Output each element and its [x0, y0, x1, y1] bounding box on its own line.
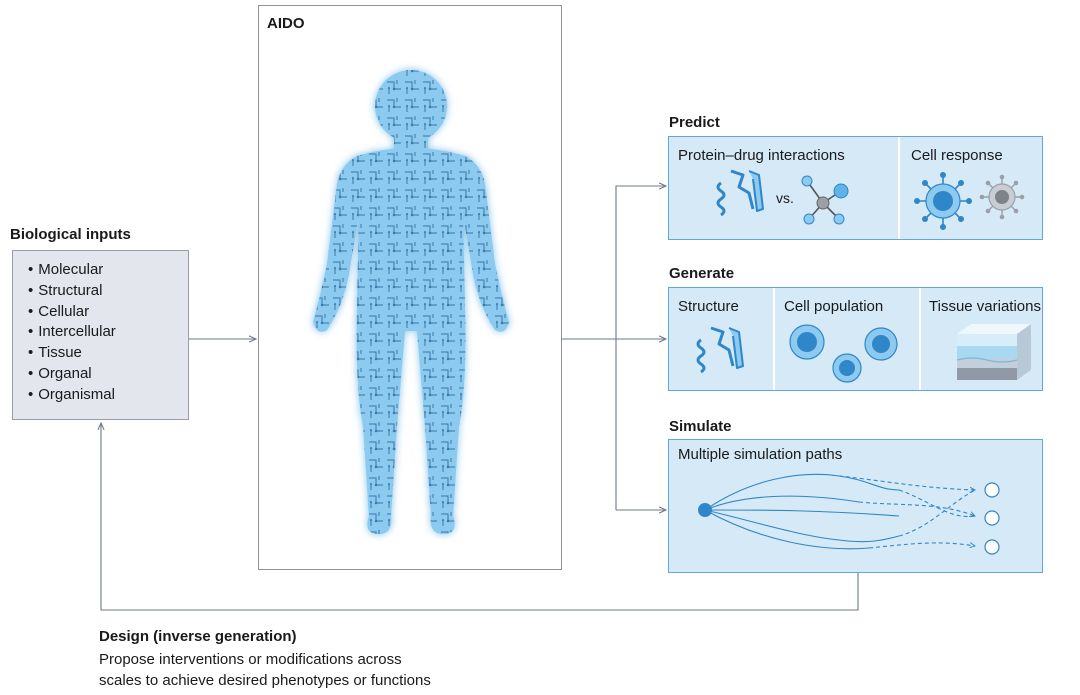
simulation-paths-diagram — [698, 473, 1000, 555]
structure-label: Structure — [678, 298, 739, 315]
generate-divider-2 — [919, 288, 921, 390]
tissue-variations-label: Tissue variations — [929, 298, 1041, 315]
simulation-paths-label: Multiple simulation paths — [678, 446, 843, 463]
aido-panel: AIDO — [258, 5, 562, 570]
structure-icon — [696, 326, 744, 374]
biological-inputs-title: Biological inputs — [10, 226, 131, 243]
cell-response-icon — [914, 172, 1025, 230]
input-item-organal: Organal — [28, 364, 188, 385]
tissue-block-icon — [956, 324, 1031, 380]
protein-drug-interactions-label: Protein–drug interactions — [678, 147, 845, 164]
drug-molecule-icon — [801, 175, 849, 225]
design-description-line-1: Propose interventions or modifications a… — [99, 651, 402, 668]
generate-panel: Structure Cell population Tissue variati… — [668, 287, 1043, 391]
simulation-start-node — [698, 503, 712, 517]
cell-response-label: Cell response — [911, 147, 1003, 164]
arrow-design-feedback — [101, 423, 859, 611]
input-item-intercellular: Intercellular — [28, 322, 188, 343]
simulate-panel: Multiple simulation paths — [668, 439, 1043, 573]
arrow-branch-predict — [615, 186, 666, 510]
input-item-molecular: Molecular — [28, 260, 188, 281]
human-body-circuit-icon — [313, 70, 509, 534]
simulation-end-node-1 — [984, 482, 1000, 498]
input-item-cellular: Cellular — [28, 302, 188, 323]
design-title: Design (inverse generation) — [99, 628, 297, 645]
design-description: Propose interventions or modifications a… — [99, 649, 519, 691]
vs-label: vs. — [776, 190, 794, 206]
aido-title: AIDO — [267, 15, 305, 32]
generate-title: Generate — [669, 265, 735, 282]
body-silhouette — [313, 70, 509, 534]
predict-title: Predict — [669, 114, 720, 131]
protein-structure-icon — [716, 169, 764, 217]
simulation-end-node-2 — [984, 510, 1000, 526]
biological-inputs-list: Molecular Structural Cellular Intercellu… — [28, 260, 188, 406]
simulate-title: Simulate — [669, 418, 732, 435]
generate-divider-1 — [773, 288, 775, 390]
design-description-line-2: scales to achieve desired phenotypes or … — [99, 672, 431, 689]
input-item-structural: Structural — [28, 281, 188, 302]
simulation-end-node-3 — [984, 539, 1000, 555]
input-item-tissue: Tissue — [28, 343, 188, 364]
cell-population-label: Cell population — [784, 298, 884, 315]
biological-inputs-box: Molecular Structural Cellular Intercellu… — [12, 250, 189, 420]
predict-panel: Protein–drug interactions Cell response … — [668, 136, 1043, 240]
cell-population-icon — [789, 324, 898, 383]
predict-divider — [898, 137, 900, 239]
input-item-organismal: Organismal — [28, 385, 188, 406]
